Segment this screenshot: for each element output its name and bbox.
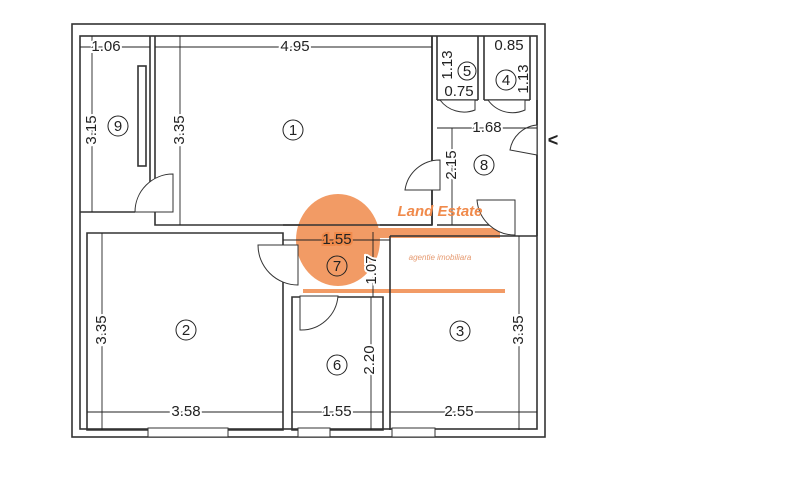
room-3-label: 3 — [456, 323, 464, 340]
doors — [134, 99, 538, 331]
watermark-brand: Land Estate — [397, 203, 482, 220]
dim-r9-height: 3.15 — [83, 115, 100, 144]
dim-r7-height: 1.07 — [363, 255, 380, 284]
dimension-labels: 1.06 4.95 3.15 3.35 1.13 0.75 0.85 1.13 … — [81, 36, 532, 422]
room-4-label: 4 — [502, 72, 510, 89]
entrance-arrow-icon: < — [548, 130, 559, 150]
room-2-label: 2 — [182, 322, 190, 339]
room-9-label: 9 — [114, 118, 122, 135]
room-8-label: 8 — [480, 157, 488, 174]
dim-r3-height: 3.35 — [510, 315, 527, 344]
windows — [147, 427, 436, 438]
dim-r2-height: 3.35 — [93, 315, 110, 344]
room-labels: 1 2 3 4 5 6 7 8 9 — [107, 61, 517, 376]
room-5-label: 5 — [463, 63, 471, 80]
dim-r2-width: 3.58 — [171, 403, 200, 420]
room-7-label: 7 — [333, 258, 341, 275]
dim-r8-height: 2.15 — [443, 150, 460, 179]
dim-r4-width: 0.85 — [494, 37, 523, 54]
dim-r5-height: 1.13 — [439, 50, 456, 79]
dim-r9-width: 1.06 — [91, 38, 120, 55]
dim-r8-width: 1.68 — [472, 119, 501, 136]
watermark-tagline: agentie imobiliara — [409, 253, 472, 262]
dim-r3-width: 2.55 — [444, 403, 473, 420]
dim-r6-width: 1.55 — [322, 403, 351, 420]
dim-r5-width: 0.75 — [444, 83, 473, 100]
walls — [71, 23, 546, 438]
room-6-label: 6 — [333, 357, 341, 374]
room-1-label: 1 — [289, 122, 297, 139]
dim-r4-height: 1.13 — [515, 64, 532, 93]
dimension-lines — [80, 36, 537, 430]
dim-r6-height: 2.20 — [361, 345, 378, 374]
dim-r1-height: 3.35 — [171, 115, 188, 144]
dim-r7-width: 1.55 — [322, 231, 351, 248]
dim-r1-width: 4.95 — [280, 38, 309, 55]
